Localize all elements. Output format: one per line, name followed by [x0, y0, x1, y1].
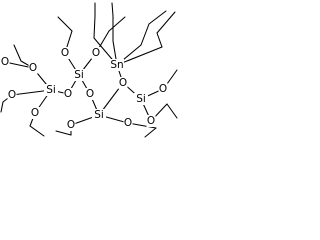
- bond-b1-b2: [108, 16, 126, 32]
- bond-d2-d3: [111, 2, 114, 17]
- atom-label: O: [86, 88, 94, 100]
- atom-o3: O: [63, 88, 73, 100]
- bond-g1-g2: [166, 69, 178, 85]
- atom-label: Sn: [110, 59, 123, 71]
- atom-label: O: [1, 56, 9, 68]
- atom-label-background: [118, 77, 128, 89]
- atom-label-background: [30, 107, 40, 119]
- atom-label-background: [7, 89, 17, 101]
- bond-O10-O13: [4, 61, 34, 69]
- bond-m1-m2: [29, 125, 45, 137]
- atom-o4: O: [85, 88, 95, 100]
- atom-label-background: [123, 117, 133, 129]
- atom-label: O: [124, 117, 132, 129]
- atom-label-background: [66, 119, 76, 131]
- bond-f2-f3: [156, 11, 176, 34]
- atom-si2: Si: [44, 84, 58, 96]
- bond-e1-e2: [140, 23, 150, 46]
- atom-o13: O: [0, 56, 10, 68]
- atom-o2: O: [91, 47, 101, 59]
- atom-label: Si: [94, 109, 104, 121]
- atom-label: O: [147, 115, 155, 127]
- atom-o11: O: [7, 89, 17, 101]
- bond-e2-e3: [148, 10, 167, 25]
- atom-o7: O: [146, 115, 156, 127]
- atom-sn1: Sn: [110, 59, 124, 71]
- atom-label: O: [159, 83, 167, 95]
- atom-label-background: [63, 88, 73, 100]
- atom-o1: O: [60, 47, 70, 59]
- bond-i2-i1: [144, 127, 157, 138]
- bond-c1-c2: [93, 15, 96, 39]
- bond-k1-k2: [13, 44, 22, 62]
- atom-label-background: [92, 109, 106, 121]
- atom-label: O: [92, 47, 100, 59]
- atom-label: Si: [74, 69, 84, 81]
- atom-si4: Si: [134, 93, 148, 105]
- atom-o5: O: [118, 77, 128, 89]
- bond-f1-f2: [156, 32, 163, 48]
- atom-label-background: [158, 83, 168, 95]
- bond-j1-j2: [55, 130, 72, 136]
- atom-label: Si: [46, 84, 56, 96]
- atom-si3: Si: [92, 109, 106, 121]
- atom-label: O: [8, 89, 16, 101]
- atom-label: O: [119, 77, 127, 89]
- atom-label-background: [28, 62, 38, 74]
- atom-label-background: [91, 47, 101, 59]
- atom-label-background: [110, 59, 124, 71]
- atom-label: O: [67, 119, 75, 131]
- bond-a1-a2: [57, 16, 73, 32]
- bond-O8-i2: [127, 122, 157, 129]
- atom-o12: O: [30, 107, 40, 119]
- atom-label-background: [134, 93, 148, 105]
- atom-label: O: [31, 107, 39, 119]
- atom-o9: O: [66, 119, 76, 131]
- atom-label-background: [72, 69, 86, 81]
- atom-label: O: [61, 47, 69, 59]
- atom-o6: O: [158, 83, 168, 95]
- atom-o8: O: [123, 117, 133, 129]
- atom-si1: Si: [72, 69, 86, 81]
- atom-label-background: [146, 115, 156, 127]
- bond-Sn1-f1: [116, 46, 163, 66]
- atom-label-background: [60, 47, 70, 59]
- atom-label-background: [44, 84, 58, 96]
- atom-label: Si: [136, 93, 146, 105]
- atom-label-background: [85, 88, 95, 100]
- bond-l1-l2: [0, 101, 4, 113]
- atom-label-background: [0, 56, 10, 68]
- bond-h1-h2: [166, 103, 178, 119]
- atom-label: O: [29, 62, 37, 74]
- atom-o10: O: [28, 62, 38, 74]
- atom-label: O: [64, 88, 72, 100]
